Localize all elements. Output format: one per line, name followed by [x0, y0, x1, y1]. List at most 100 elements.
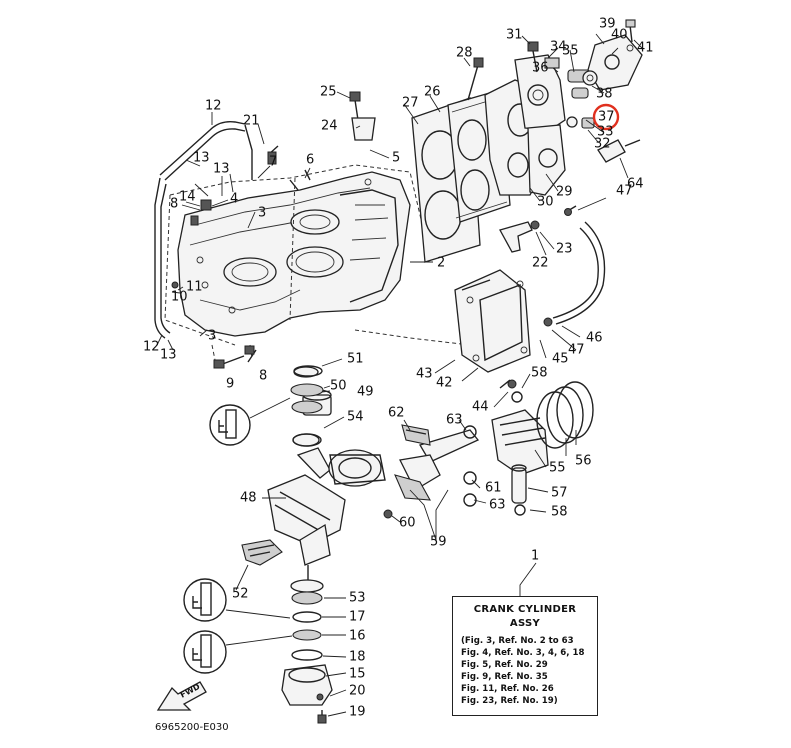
callout: 39	[599, 17, 616, 32]
callout: 28	[456, 46, 473, 61]
callout: 22	[532, 256, 549, 271]
callout: 16	[349, 629, 366, 644]
callout: 51	[347, 352, 364, 367]
callout: 17	[349, 610, 366, 625]
legend-title: CRANK CYLINDER	[473, 604, 577, 615]
callout: 13	[213, 162, 230, 177]
piston-55	[491, 409, 549, 476]
callout: 64	[627, 177, 644, 192]
callout: 54	[347, 410, 364, 425]
callout: 20	[349, 684, 366, 699]
callout-numbers: 1 2 3 3 4 5 6 7 8 8 9 10 11 12 12 13 13 …	[143, 17, 654, 720]
callout: 38	[596, 87, 613, 102]
detail-circle-mid	[183, 578, 291, 622]
detail-circle-lower	[183, 630, 293, 674]
bolt-44	[499, 379, 517, 389]
callout: 1	[531, 549, 539, 564]
leader-lines	[156, 33, 643, 717]
callout: 61	[485, 481, 502, 496]
bearing-62	[401, 424, 431, 446]
callout: 10	[171, 290, 188, 305]
callout: 26	[424, 85, 441, 100]
callout: 47	[616, 184, 633, 199]
callout: 60	[399, 516, 416, 531]
oil-seals	[290, 365, 324, 661]
callout: 40	[611, 28, 628, 43]
callout: 56	[575, 454, 592, 469]
legend-line: Fig. 4, Ref. No. 3, 4, 6, 18	[461, 648, 585, 658]
piston-rings-56	[536, 381, 594, 449]
callout: 7	[269, 155, 277, 170]
legend-line: Fig. 9, Ref. No. 35	[461, 672, 548, 682]
washers	[383, 391, 526, 519]
callout: 62	[388, 406, 405, 421]
water-hose	[154, 120, 253, 339]
callout: 6	[306, 153, 314, 168]
crankcase-block	[177, 171, 411, 337]
callout: 30	[537, 195, 554, 210]
legend-line: (Fig. 3, Ref. No. 2 to 63	[461, 636, 574, 646]
callout: 46	[586, 331, 603, 346]
piston-pin-57	[511, 464, 527, 504]
callout: 12	[205, 99, 222, 114]
callout: 12	[143, 340, 160, 355]
callout: 43	[416, 367, 433, 382]
callout: 57	[551, 486, 568, 501]
plate-22	[499, 220, 540, 253]
callout: 2	[437, 256, 445, 271]
legend-line: Fig. 23, Ref. No. 19)	[461, 696, 558, 706]
drawing-code: 6965200-E030	[155, 722, 229, 733]
callout: 19	[349, 705, 366, 720]
callout: 25	[320, 85, 337, 100]
legend-line: Fig. 5, Ref. No. 29	[461, 660, 548, 670]
callout: 52	[232, 587, 249, 602]
callout: 5	[392, 151, 400, 166]
callout: 9	[226, 377, 234, 392]
callout: 11	[186, 280, 203, 295]
highlight-ring	[592, 103, 620, 131]
callout: 3	[208, 329, 216, 344]
callout: 58	[551, 505, 568, 520]
callout: 48	[240, 491, 257, 506]
callout: 13	[160, 348, 177, 363]
callout: 63	[446, 413, 463, 428]
callout: 8	[259, 369, 267, 384]
bolt-47	[564, 205, 577, 216]
callout: 36	[532, 61, 549, 76]
bearing-52	[241, 539, 283, 566]
callout: 45	[552, 352, 569, 367]
crankshaft	[267, 366, 386, 593]
callout: 63	[489, 498, 506, 513]
legend-line: Fig. 11, Ref. No. 26	[461, 684, 554, 694]
callout: 49	[357, 385, 374, 400]
callout: 15	[349, 667, 366, 682]
callout: 47	[568, 343, 585, 358]
callout: 31	[506, 28, 523, 43]
callout: 27	[402, 96, 419, 111]
legend-reference-list: (Fig. 3, Ref. No. 2 to 63 Fig. 4, Ref. N…	[461, 635, 589, 707]
legend-subtitle: ASSY	[509, 618, 541, 629]
hose-46	[543, 221, 606, 327]
callout: 44	[472, 400, 489, 415]
callout: 32	[594, 137, 611, 152]
callout: 35	[562, 44, 579, 59]
callout: 18	[349, 650, 366, 665]
callout: 34	[550, 40, 567, 55]
callout: 24	[321, 119, 338, 134]
callout: 58	[531, 366, 548, 381]
callout: 23	[556, 242, 573, 257]
callout: 55	[549, 461, 566, 476]
callout: 41	[637, 41, 654, 56]
callout: 53	[349, 591, 366, 606]
bearing-housing-15	[281, 664, 333, 724]
callout: 13	[193, 151, 210, 166]
callout: 50	[330, 379, 347, 394]
assembly-legend-box: CRANK CYLINDER ASSY (Fig. 3, Ref. No. 2 …	[452, 596, 598, 716]
callout: 29	[556, 185, 573, 200]
detail-circle-upper	[209, 397, 291, 446]
callout: 4	[230, 192, 238, 207]
callout: 37	[598, 110, 615, 125]
callout: 21	[243, 114, 260, 129]
small-fittings	[467, 41, 641, 163]
